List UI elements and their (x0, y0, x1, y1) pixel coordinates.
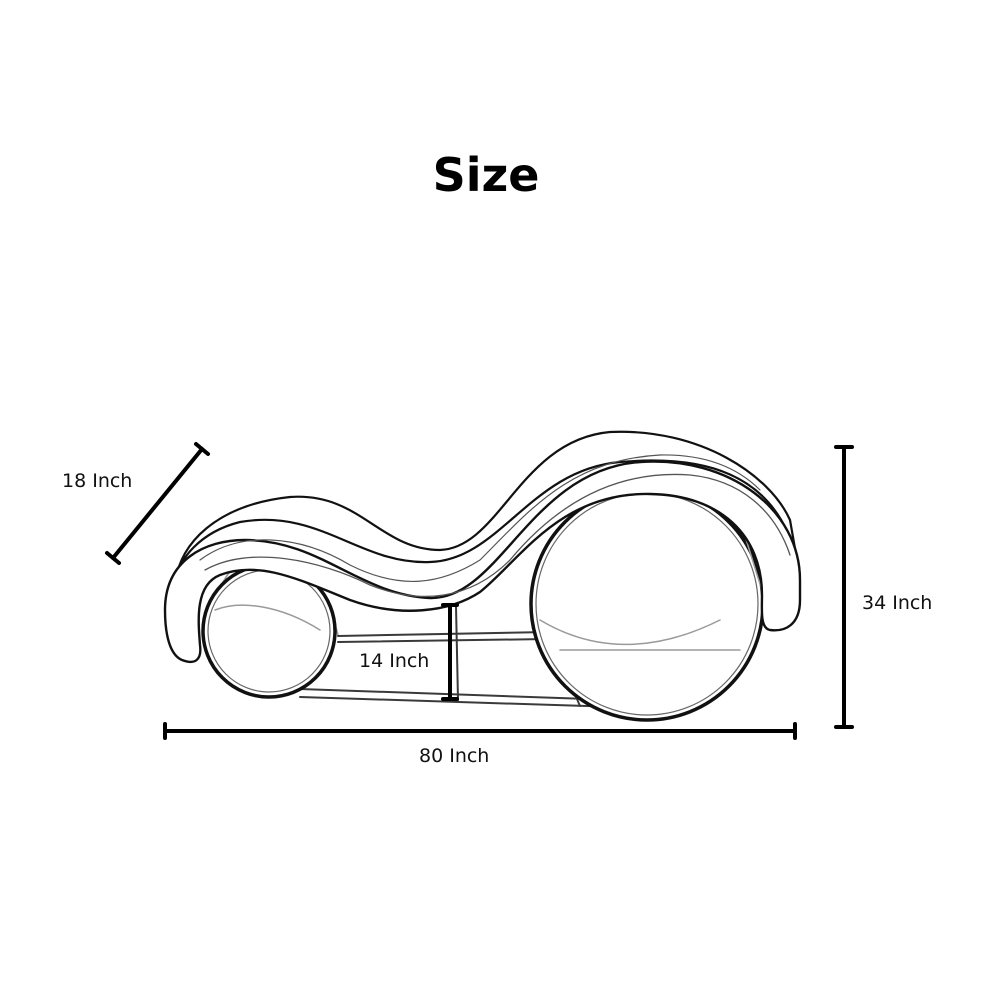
page-title: Size (432, 148, 540, 202)
lounge-top-surface (174, 430, 799, 582)
lounge-back-seam (199, 454, 761, 582)
dimension-lines (105, 442, 854, 740)
lounge-body (163, 460, 802, 664)
length-dimension-line (163, 722, 797, 740)
height-dimension-line (834, 445, 854, 729)
depth-label: 18 Inch (62, 470, 132, 492)
seat-height-label: 14 Inch (359, 650, 429, 672)
lounge-seam-line (204, 473, 791, 598)
depth-dimension-line (105, 442, 210, 565)
rear-wheel (529, 486, 765, 722)
chaise-lounge-illustration (163, 430, 802, 722)
length-label: 80 Inch (419, 745, 489, 767)
height-label: 34 Inch (862, 592, 932, 614)
seat-height-dimension-line (441, 603, 459, 701)
